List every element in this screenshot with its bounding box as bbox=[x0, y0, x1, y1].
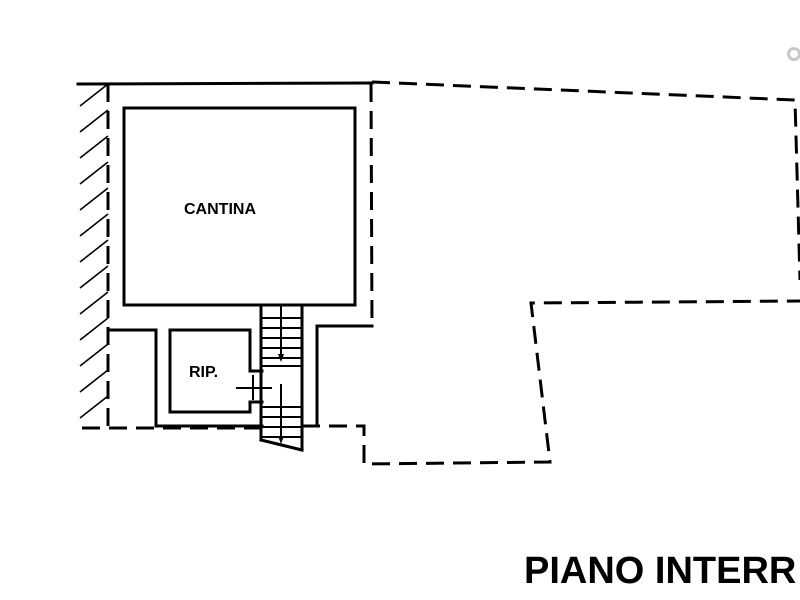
cantina-room bbox=[122, 106, 357, 307]
stair-arrow-icon bbox=[278, 354, 284, 362]
outer-wall-top bbox=[76, 81, 374, 86]
outer-wall-lower-step bbox=[302, 299, 800, 466]
wall-right-step bbox=[315, 324, 374, 428]
cantina-label: CANTINA bbox=[184, 201, 256, 218]
paperclip-icon bbox=[787, 47, 800, 61]
staircase bbox=[259, 303, 304, 452]
rip-label: RIP. bbox=[189, 364, 218, 381]
plan-title: PIANO INTERR bbox=[524, 550, 797, 592]
outer-wall-right-block bbox=[371, 80, 800, 281]
stair-arrow-icon bbox=[278, 436, 284, 444]
outer-wall-right-upper bbox=[369, 83, 374, 327]
wall-hatching bbox=[79, 83, 109, 419]
left-closet bbox=[108, 328, 158, 428]
rip-room bbox=[168, 328, 264, 414]
